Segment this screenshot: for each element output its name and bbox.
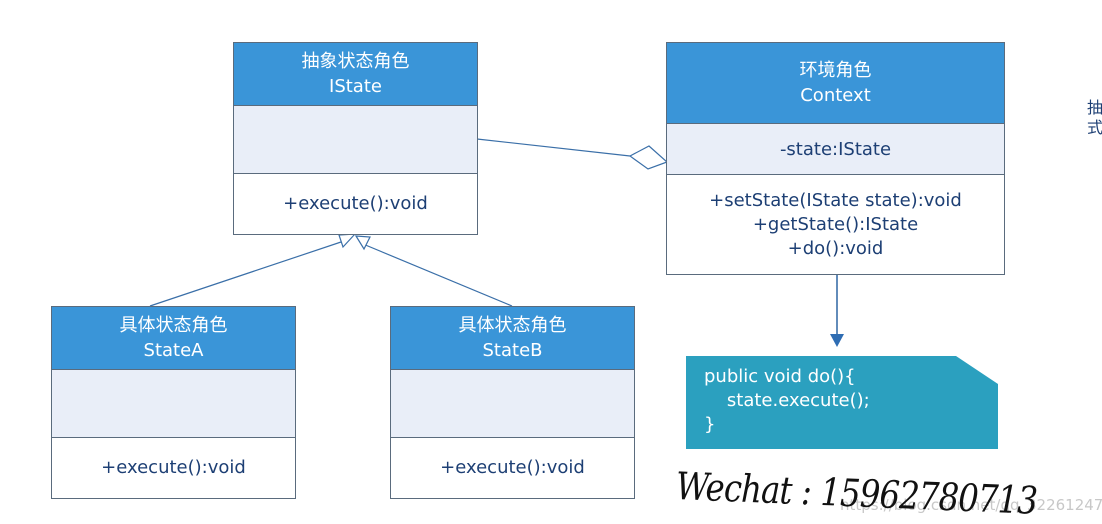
class-state-b-attributes: [391, 370, 634, 438]
operation-execute: +execute():void: [101, 457, 246, 478]
operation-get-state: +getState():IState: [752, 213, 919, 235]
class-state-a-attributes: [52, 370, 295, 438]
operation-do: +do():void: [787, 237, 884, 259]
watermark-url: https://blog.csdn.net/qq_32261247: [840, 496, 1102, 514]
class-context-name: Context: [800, 85, 871, 106]
class-istate-role: 抽象状态角色: [301, 51, 410, 72]
class-context[interactable]: 环境角色 Context -state:IState +setState(ISt…: [666, 42, 1005, 275]
class-state-b-header: 具体状态角色 StateB: [391, 307, 634, 370]
class-state-a-header: 具体状态角色 StateA: [52, 307, 295, 370]
class-state-b[interactable]: 具体状态角色 StateB +execute():void: [390, 306, 635, 499]
aggregation-diamond: [628, 145, 669, 170]
class-istate-attributes: [234, 106, 477, 174]
code-note[interactable]: public void do(){ state.execute(); }: [686, 356, 998, 449]
edge-clipped-text: 抽式: [1087, 98, 1102, 137]
class-state-a-name: StateA: [143, 340, 204, 361]
generalization-line-b: [362, 243, 513, 307]
class-context-role: 环境角色: [799, 60, 872, 81]
class-context-operations: +setState(IState state):void +getState()…: [667, 175, 1004, 274]
class-state-a[interactable]: 具体状态角色 StateA +execute():void: [51, 306, 296, 499]
class-state-b-name: StateB: [482, 340, 543, 361]
class-istate-operations: +execute():void: [234, 174, 477, 234]
class-state-a-role: 具体状态角色: [119, 315, 228, 336]
class-state-a-operations: +execute():void: [52, 438, 295, 498]
class-state-b-operations: +execute():void: [391, 438, 634, 498]
generalization-arrow-b: [354, 235, 371, 251]
operation-set-state: +setState(IState state):void: [709, 189, 962, 211]
class-context-attributes: -state:IState: [667, 124, 1004, 175]
generalization-arrow-a: [338, 233, 357, 249]
aggregation-line: [476, 138, 631, 157]
class-istate-header: 抽象状态角色 IState: [234, 43, 477, 106]
operation-execute: +execute():void: [440, 457, 585, 478]
generalization-line-a: [149, 240, 345, 307]
class-istate[interactable]: 抽象状态角色 IState +execute():void: [233, 42, 478, 235]
operation-execute: +execute():void: [283, 193, 428, 214]
class-istate-name: IState: [329, 76, 382, 97]
note-link-arrowhead: [830, 334, 844, 347]
class-context-header: 环境角色 Context: [667, 43, 1004, 124]
class-state-b-role: 具体状态角色: [458, 315, 567, 336]
